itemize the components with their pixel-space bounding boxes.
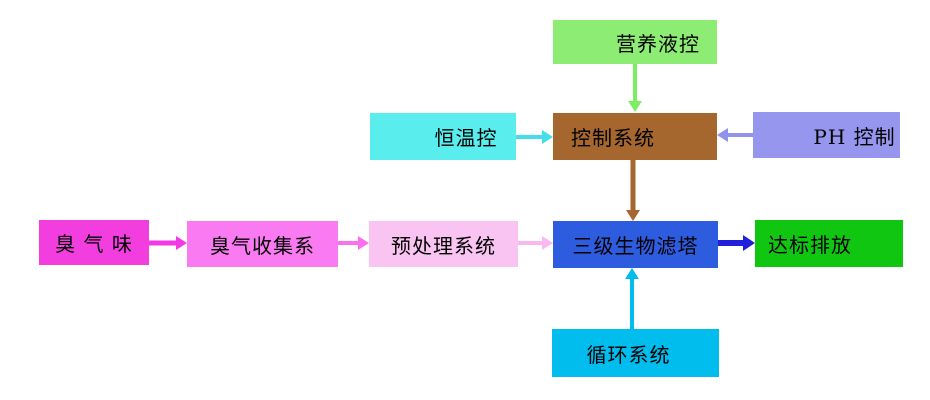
- arrow-head-right-icon: [743, 235, 755, 251]
- node-label: 营养液控: [616, 31, 700, 56]
- arrow-head-down-icon: [626, 210, 640, 221]
- arrow-nutrient-to-control: [628, 64, 642, 112]
- node-label: PH 控制: [813, 124, 896, 149]
- arrow-pretreatment-to-biofilter: [518, 236, 553, 250]
- arrow-head-up-icon: [625, 268, 639, 279]
- arrow-shaft: [718, 240, 745, 246]
- node-pretreatment-system: 预处理系统: [369, 221, 518, 267]
- arrow-shaft: [630, 160, 636, 211]
- node-label: 臭气收集系: [210, 233, 315, 258]
- arrow-shaft: [633, 64, 637, 102]
- node-label: 控制系统: [571, 126, 655, 150]
- arrow-head-right-icon: [542, 130, 553, 144]
- arrow-shaft: [727, 133, 753, 137]
- arrow-head-left-icon: [717, 128, 728, 142]
- arrow-head-right-icon: [358, 236, 369, 250]
- node-label: 预处理系统: [391, 233, 496, 258]
- node-circulation-system: 循环系统: [552, 329, 719, 377]
- arrow-head-right-icon: [542, 236, 553, 250]
- arrow-shaft: [338, 241, 359, 245]
- node-label: 循环系统: [586, 342, 671, 367]
- arrow-circulation-to-biofilter: [625, 268, 639, 329]
- arrow-shaft: [630, 278, 634, 329]
- node-label: 恒温控: [434, 126, 498, 150]
- arrow-head-down-icon: [628, 101, 642, 112]
- node-nutrient-solution-control: 营养液控: [553, 20, 717, 64]
- arrow-shaft: [518, 241, 543, 245]
- arrow-collection-to-pretreatment: [338, 236, 369, 250]
- arrow-shaft: [149, 240, 177, 246]
- node-ph-control: PH 控制: [753, 112, 900, 158]
- arrow-control-to-biofilter: [626, 160, 640, 221]
- arrow-biofilter-to-discharge: [718, 235, 755, 251]
- node-odor-collection-system: 臭气收集系: [187, 221, 338, 267]
- arrow-thermostat-to-control: [516, 130, 553, 144]
- arrow-shaft: [516, 135, 543, 139]
- node-compliant-discharge: 达标排放: [755, 220, 903, 267]
- arrow-ph-to-control: [717, 128, 753, 142]
- arrow-odor-to-collection: [149, 236, 187, 250]
- arrow-head-right-icon: [176, 236, 187, 250]
- node-odor: 臭 气 味: [39, 220, 149, 265]
- node-label: 达标排放: [768, 233, 852, 257]
- node-label: 臭 气 味: [55, 232, 133, 256]
- node-three-stage-biofilter-tower: 三级生物滤塔: [553, 221, 718, 268]
- node-thermostat-control: 恒温控: [370, 113, 516, 160]
- node-control-system: 控制系统: [553, 113, 717, 160]
- node-label: 三级生物滤塔: [572, 234, 699, 258]
